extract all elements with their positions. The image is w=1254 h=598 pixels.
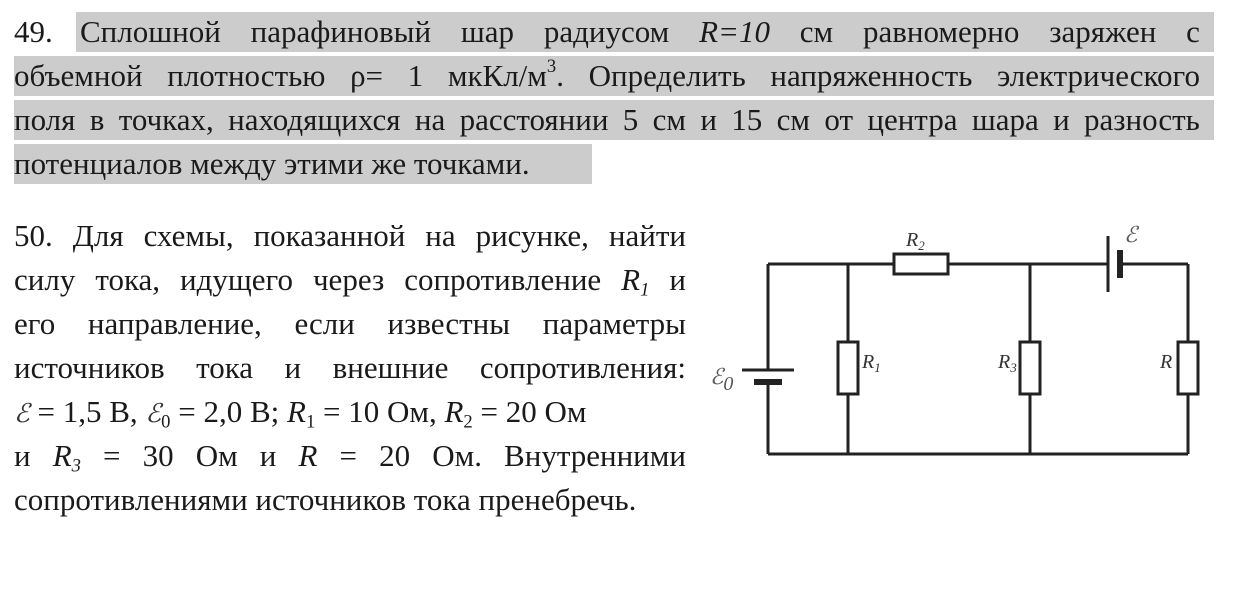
resistor-r2 <box>892 252 950 276</box>
problem-50-line-3: его направление, если известны параметры <box>14 306 686 341</box>
highlight-band-4 <box>14 144 592 184</box>
problem-50-line-5: ℰ = 1,5 В, ℰ0 = 2,0 В; R1 = 10 Ом, R2 = … <box>14 394 587 433</box>
problem-49-text-line-3: поля в точках, находящихся на расстоянии… <box>14 102 1200 137</box>
emf0-symbol: ℰ <box>145 399 162 429</box>
highlight-band-1 <box>76 12 1214 52</box>
problem-50-line-4: источников тока и внешние сопротивления: <box>14 350 686 385</box>
resistor-r3 <box>1018 340 1042 396</box>
problem-50-line-2: силу тока, идущего через сопротивление R… <box>14 262 686 301</box>
problem-50-line-7: сопротивлениями источников тока пренебре… <box>14 482 637 517</box>
highlight-band-2 <box>14 56 1214 96</box>
problem-50-line-1: 50. Для схемы, показанной на рисунке, на… <box>14 214 686 258</box>
problem-49-number: 49. <box>14 14 53 49</box>
label-emf: ℰ <box>1124 222 1140 247</box>
circuit-diagram: R2 R1 R3 R ℰ ℰ0 <box>710 222 1200 456</box>
label-emf0: ℰ0 <box>710 364 733 395</box>
problem-49-text-line-1: Сплошной парафиновый шар радиусом R=10 с… <box>80 14 1200 49</box>
problem-49-line-1: 49. <box>14 12 63 52</box>
label-r2: R2 <box>905 229 925 253</box>
problem-49-text-line-2: объемной плотностью ρ= 1 мкКл/м3. Опреде… <box>14 56 1200 93</box>
resistor-r <box>1176 340 1200 396</box>
label-r: R <box>1159 351 1172 373</box>
problem-50-number: 50. <box>14 218 53 253</box>
emf-symbol: ℰ <box>14 399 30 429</box>
problem-49-text-line-4: потенциалов между этими же точками. <box>14 146 530 181</box>
highlight-band-3 <box>14 100 1214 140</box>
label-r1: R1 <box>861 351 881 375</box>
label-r3: R3 <box>997 351 1017 375</box>
resistor-r1 <box>836 340 860 396</box>
problem-50-line-6: и R3 = 30 Ом и R = 20 Ом. Внутренними <box>14 438 686 477</box>
